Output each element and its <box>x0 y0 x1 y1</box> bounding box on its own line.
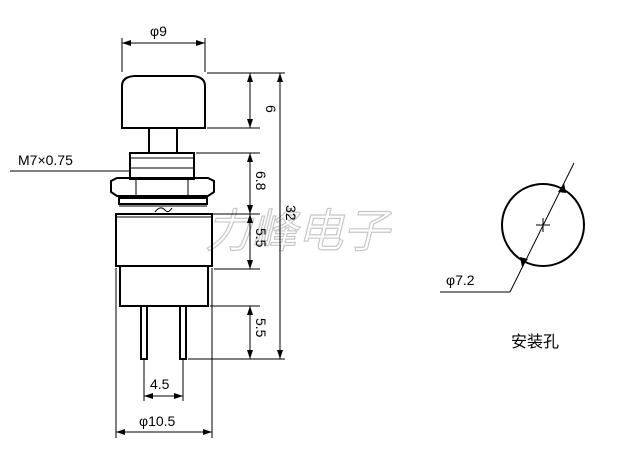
dim-cap-diameter: φ9 <box>121 23 206 72</box>
label-body-diameter: φ10.5 <box>139 413 176 429</box>
watermark: 力峰电子 <box>205 204 392 258</box>
dim-body-upper: 5.5 <box>247 214 269 269</box>
mounting-hole: φ7.2 安装孔 <box>440 162 585 351</box>
terminal-pin-right <box>179 305 187 360</box>
plunger <box>148 127 178 154</box>
label-pin-length: 5.5 <box>253 318 269 338</box>
label-cap-diameter: φ9 <box>150 23 167 39</box>
dim-cap-height: 6 <box>247 73 279 128</box>
cap <box>121 75 206 129</box>
hole-caption: 安装孔 <box>511 332 559 351</box>
dim-thread-length: 6.8 <box>247 153 269 214</box>
dim-thread: M7×0.75 <box>10 152 130 172</box>
label-body-upper: 5.5 <box>253 228 269 248</box>
label-hole-diameter: φ7.2 <box>446 272 475 288</box>
switch-base <box>119 265 209 307</box>
washer <box>118 197 208 205</box>
label-pin-spacing: 4.5 <box>150 376 170 392</box>
label-cap-height: 6 <box>263 105 279 113</box>
switch-outline <box>110 75 215 360</box>
terminal-pin-left <box>140 305 148 360</box>
label-thread: M7×0.75 <box>18 152 73 168</box>
dim-total-length: 32 <box>277 73 299 359</box>
bushing <box>129 152 195 180</box>
hex-nut <box>110 177 215 197</box>
dim-pin-length: 5.5 <box>247 306 269 359</box>
extension-lines <box>188 72 285 360</box>
label-total-length: 32 <box>283 205 299 221</box>
dim-body-diameter: φ10.5 <box>115 268 213 438</box>
switch-body <box>115 213 213 267</box>
dim-pin-spacing: 4.5 <box>143 359 184 401</box>
mounting-hole-circle <box>501 183 585 267</box>
label-thread-length: 6.8 <box>253 171 269 191</box>
